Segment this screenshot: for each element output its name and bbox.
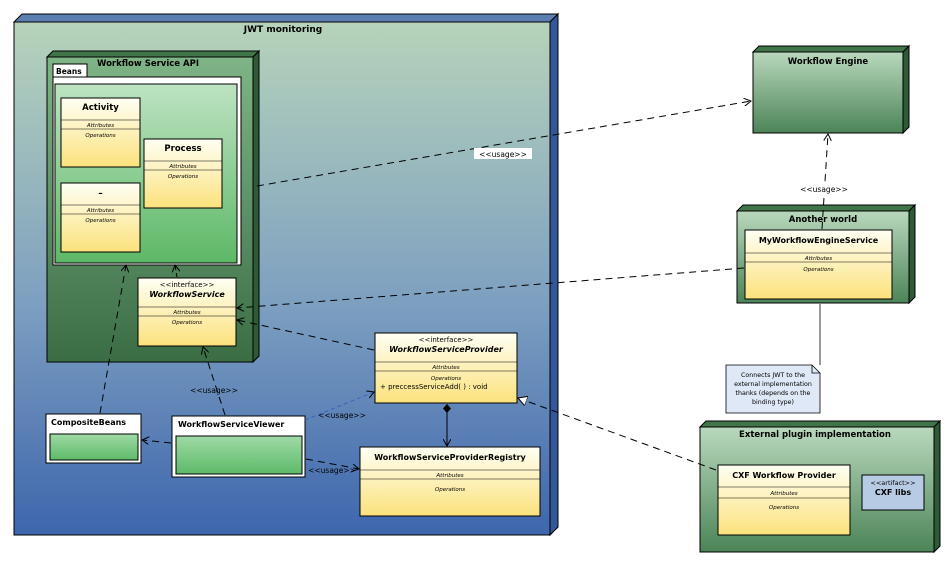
usage-label-engine-vertical: <<usage>>: [800, 185, 848, 194]
class-registry-attributes: Attributes: [435, 473, 463, 479]
package-workflow-service-viewer-name: WorkflowServiceViewer: [178, 420, 284, 429]
note-line-3: thanks (depends on the: [736, 390, 811, 397]
another-world-title: Another world: [789, 215, 857, 225]
dep-viewer-to-compositebeans: [142, 440, 172, 443]
beans-tab-label: Beans: [56, 67, 82, 76]
class-cxf-workflow-provider-attributes: Attributes: [769, 491, 797, 497]
usage-label-viewer-to-registry: <<usage>>: [308, 466, 356, 475]
dep-workflowservice-to-beans: [175, 265, 177, 278]
usage-label-viewer-to-provider: <<usage>>: [318, 411, 366, 420]
class-activity-attributes: Attributes: [86, 123, 114, 129]
usage-labels: <<usage>> <<usage>> <<usage>> <<usage>> …: [190, 148, 853, 475]
jwt-monitoring-title: JWT monitoring: [243, 25, 322, 35]
usage-viewer-to-provider: [304, 392, 374, 421]
interface-workflow-service-provider-operation: + preccessServiceAdd( ) : void: [380, 383, 488, 391]
interface-workflow-service[interactable]: <<interface>> WorkflowService Attributes…: [137, 277, 237, 347]
class-registry-name: WorkflowServiceProviderRegistry: [374, 453, 526, 462]
class-process[interactable]: Process Attributes Operations: [143, 138, 223, 209]
package-workflow-service-viewer[interactable]: WorkflowServiceViewer: [171, 415, 306, 478]
usage-viewer-to-registry: [305, 458, 359, 469]
note-line-4: binding type): [752, 399, 794, 406]
class-cxf-workflow-provider[interactable]: CXF Workflow Provider Attributes Operati…: [717, 464, 851, 536]
class-my-workflow-engine-service-name: MyWorkflowEngineService: [759, 236, 879, 245]
usage-label-viewer-to-service: <<usage>>: [190, 386, 238, 395]
class-unnamed-operations: Operations: [85, 218, 115, 224]
artifact-stereotype: <<artifact>>: [870, 479, 915, 487]
class-activity-operations: Operations: [85, 133, 115, 139]
note-line-1: Connects JWT to the: [741, 372, 805, 379]
class-my-workflow-engine-service[interactable]: MyWorkflowEngineService Attributes Opera…: [744, 229, 893, 300]
artifact-cxf-libs[interactable]: <<artifact>> CXF libs: [861, 474, 925, 511]
note-line-2: external implementation: [734, 381, 812, 388]
class-my-workflow-engine-service-attributes: Attributes: [804, 256, 832, 262]
dep-myservice-to-workflowservice: [237, 267, 745, 308]
interface-workflow-service-provider[interactable]: <<interface>> WorkflowServiceProvider At…: [374, 332, 518, 404]
package-composite-beans[interactable]: CompositeBeans: [45, 413, 142, 464]
external-plugin-title: External plugin implementation: [739, 430, 891, 440]
interface-workflow-service-name: WorkflowService: [149, 290, 225, 299]
note-connects-jwt: Connects JWT to the external implementat…: [725, 364, 821, 414]
artifact-name: CXF libs: [875, 488, 912, 497]
class-my-workflow-engine-service-operations: Operations: [803, 267, 833, 273]
class-workflow-service-provider-registry[interactable]: WorkflowServiceProviderRegistry Attribut…: [359, 446, 541, 517]
usage-label-to-engine: <<usage>>: [479, 150, 527, 159]
interface-workflow-service-stereotype: <<interface>>: [160, 281, 215, 289]
interface-workflow-service-provider-operations: Operations: [431, 376, 461, 382]
class-process-attributes: Attributes: [168, 164, 196, 170]
workflow-service-api-title: Workflow Service API: [97, 59, 199, 69]
class-unnamed-name: –: [98, 189, 103, 199]
class-unnamed-attributes: Attributes: [86, 208, 114, 214]
workflow-engine-node[interactable]: Workflow Engine: [751, 44, 911, 135]
interface-workflow-service-provider-name: WorkflowServiceProvider: [389, 345, 504, 354]
class-cxf-workflow-provider-name: CXF Workflow Provider: [732, 471, 836, 480]
package-composite-beans-name: CompositeBeans: [51, 418, 126, 427]
class-activity-name: Activity: [82, 103, 119, 113]
workflow-engine-title: Workflow Engine: [788, 57, 869, 67]
dep-compositebeans-to-beans: [99, 265, 126, 414]
class-cxf-workflow-provider-operations: Operations: [769, 505, 799, 511]
class-process-operations: Operations: [168, 174, 198, 180]
usage-myservice-to-engine: [821, 134, 828, 230]
interface-workflow-service-attributes: Attributes: [172, 310, 200, 316]
class-unnamed[interactable]: – Attributes Operations: [60, 182, 141, 253]
class-registry-operations: Operations: [435, 487, 465, 493]
class-activity[interactable]: Activity Attributes Operations: [60, 97, 141, 168]
connectors: [99, 101, 828, 470]
interface-workflow-service-provider-attributes: Attributes: [431, 365, 459, 371]
class-process-name: Process: [164, 144, 201, 154]
interface-workflow-service-provider-stereotype: <<interface>>: [419, 336, 474, 344]
interface-workflow-service-operations: Operations: [172, 320, 202, 326]
